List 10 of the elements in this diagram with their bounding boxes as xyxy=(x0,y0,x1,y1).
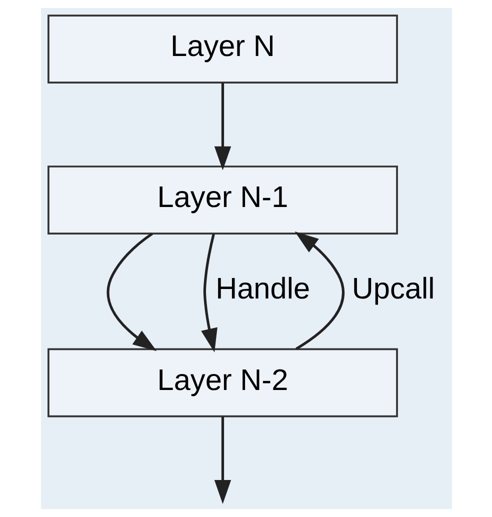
edge-label: Upcall xyxy=(351,272,434,306)
arrow xyxy=(294,231,344,350)
node-box: Layer N-1 xyxy=(47,166,398,235)
arrow xyxy=(200,234,217,352)
arrow xyxy=(214,82,231,170)
arrow xyxy=(214,416,231,504)
node-box: Layer N xyxy=(47,14,398,84)
arrow xyxy=(106,232,156,352)
node-box: Layer N-2 xyxy=(47,348,398,418)
edge-label: Handle xyxy=(215,272,310,306)
